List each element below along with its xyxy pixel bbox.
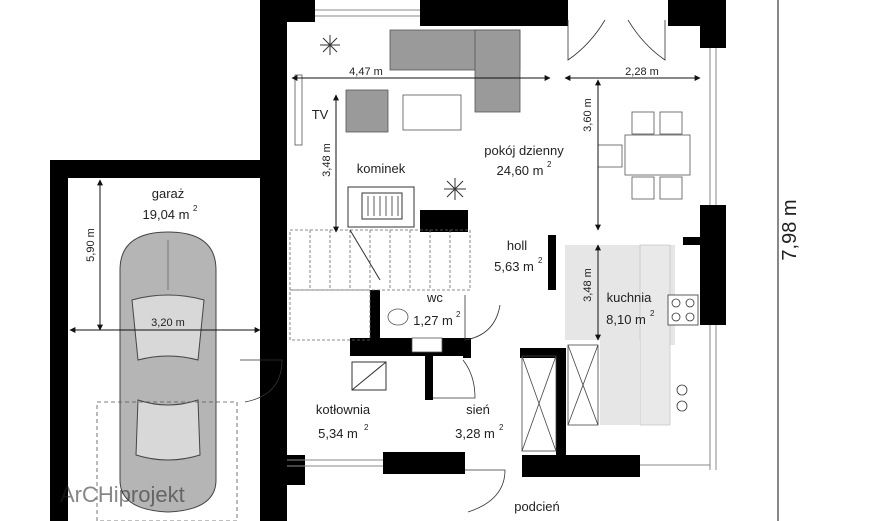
vestibule-area: 3,28 m xyxy=(455,426,495,441)
wc-name: wc xyxy=(426,290,443,305)
wc-area: 1,27 m xyxy=(413,313,453,328)
tv-label: TV xyxy=(312,107,329,122)
dim-garage-depth: 5,90 m xyxy=(85,228,97,262)
kitchen-area-sup: 2 xyxy=(650,309,655,318)
hall-area: 5,63 m xyxy=(494,259,534,274)
garage-parking-outline xyxy=(96,401,238,521)
watermark: ArCHiprojekt xyxy=(60,482,185,507)
dim-overall-depth: 7,98 m xyxy=(779,199,801,260)
living-area: 24,60 m xyxy=(497,163,544,178)
tv-stand xyxy=(294,74,303,146)
living-area-sup: 2 xyxy=(547,160,552,169)
vestibule-name: sień xyxy=(466,402,490,417)
doors xyxy=(240,19,666,513)
boiler-area: 5,34 m xyxy=(318,426,358,441)
dim-kitchen-depth: 3,48 m xyxy=(582,268,594,302)
dim-living-depth: 3,48 m xyxy=(321,143,333,177)
fireplace-label: kominek xyxy=(357,161,406,176)
pantry-wall xyxy=(600,340,640,425)
sink-icon xyxy=(676,384,688,412)
pantry-cabinet xyxy=(521,344,599,452)
staircase xyxy=(289,229,471,341)
fireplace-icon xyxy=(347,186,415,228)
dimension-lines xyxy=(69,0,779,521)
walls xyxy=(50,0,726,521)
plant-icon xyxy=(320,35,466,200)
car-icon xyxy=(119,231,217,513)
garage-area-sup: 2 xyxy=(193,204,198,213)
stove-icon xyxy=(667,294,699,326)
sofa-icon xyxy=(345,29,521,133)
dim-living-width: 4,47 m xyxy=(349,66,383,78)
coffee-table xyxy=(402,94,462,131)
toilet-icon xyxy=(387,308,443,353)
wc-area-sup: 2 xyxy=(456,310,461,319)
dining-table-icon xyxy=(597,111,691,200)
stair-arrow xyxy=(349,229,381,281)
boiler-name: kotłownia xyxy=(316,402,371,417)
dim-dining-depth: 3,60 m xyxy=(582,98,594,132)
kitchen-area: 8,10 m xyxy=(606,312,646,327)
vestibule-area-sup: 2 xyxy=(499,423,504,432)
boiler-icon xyxy=(351,361,387,391)
windows xyxy=(287,9,717,470)
hall-name: holl xyxy=(507,238,527,253)
living-name: pokój dzienny xyxy=(484,143,564,158)
porch-name: podcień xyxy=(514,499,560,514)
garage-name: garaż xyxy=(152,186,185,201)
kitchen-counter-right xyxy=(639,244,671,426)
hall-area-sup: 2 xyxy=(538,256,543,265)
garage-area: 19,04 m xyxy=(143,207,190,222)
dim-garage-width: 3,20 m xyxy=(151,317,185,329)
kitchen-name: kuchnia xyxy=(607,290,653,305)
boiler-area-sup: 2 xyxy=(364,423,369,432)
dim-dining-width: 2,28 m xyxy=(625,66,659,78)
